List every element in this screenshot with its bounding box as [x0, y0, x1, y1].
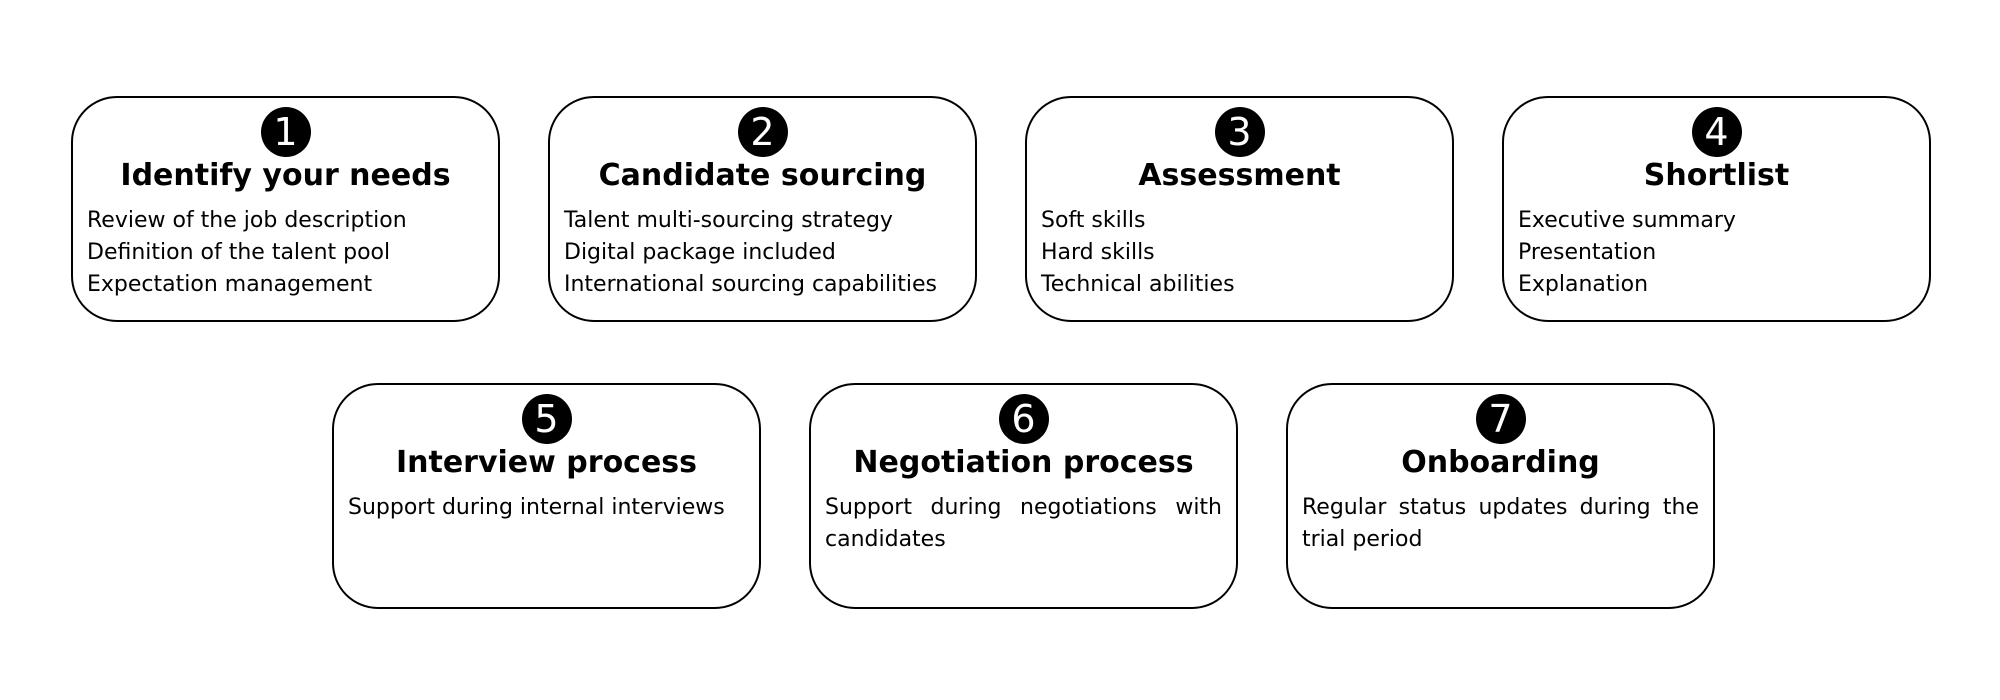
step-number-badge: 6 — [998, 394, 1049, 444]
step-card-interview-process: 5 Interview process Support during inter… — [332, 383, 761, 609]
step-number-badge: 4 — [1691, 107, 1742, 157]
step-card-shortlist: 4 Shortlist Executive summary Presentati… — [1502, 96, 1931, 322]
step-item-list: Talent multi-sourcing strategy Digital p… — [564, 205, 961, 301]
step-item: Definition of the talent pool — [87, 240, 391, 265]
step-item: Explanation — [1518, 272, 1649, 297]
step-card-candidate-sourcing: 2 Candidate sourcing Talent multi-sourci… — [548, 96, 977, 322]
step-card-identify-needs: 1 Identify your needs Review of the job … — [71, 96, 500, 322]
step-item: Digital package included — [564, 240, 836, 265]
step-item: Talent multi-sourcing strategy — [564, 208, 893, 233]
step-card-onboarding: 7 Onboarding Regular status updates duri… — [1286, 383, 1715, 609]
step-title: Onboarding — [1401, 445, 1600, 480]
step-title: Negotiation process — [853, 445, 1194, 480]
step-number-badge: 1 — [260, 107, 311, 157]
step-number-badge: 5 — [521, 394, 572, 444]
step-item-list: Review of the job description Definition… — [87, 205, 484, 301]
step-item: Soft skills — [1041, 208, 1146, 233]
step-description: Support during internal interviews — [348, 495, 725, 520]
step-title: Assessment — [1138, 158, 1341, 193]
step-number-badge: 2 — [737, 107, 788, 157]
step-title: Identify your needs — [120, 158, 451, 193]
step-title: Shortlist — [1643, 158, 1790, 193]
step-number-badge: 3 — [1214, 107, 1265, 157]
step-title: Candidate sourcing — [598, 158, 927, 193]
step-description: Support during negotiations with candida… — [825, 495, 1222, 552]
step-item-list: Executive summary Presentation Explanati… — [1518, 205, 1915, 301]
step-card-negotiation-process: 6 Negotiation process Support during neg… — [809, 383, 1238, 609]
step-item: Presentation — [1518, 240, 1657, 265]
step-card-assessment: 3 Assessment Soft skills Hard skills Tec… — [1025, 96, 1454, 322]
step-item-list: Soft skills Hard skills Technical abilit… — [1041, 205, 1438, 301]
step-item: Review of the job description — [87, 208, 407, 233]
step-item: Executive summary — [1518, 208, 1736, 233]
step-item: Technical abilities — [1041, 272, 1235, 297]
step-description: Regular status updates during the trial … — [1302, 495, 1699, 552]
step-item: International sourcing capabilities — [564, 272, 938, 297]
step-item: Hard skills — [1041, 240, 1155, 265]
step-item: Expectation management — [87, 272, 373, 297]
step-title: Interview process — [395, 445, 698, 480]
step-number-badge: 7 — [1475, 394, 1526, 444]
